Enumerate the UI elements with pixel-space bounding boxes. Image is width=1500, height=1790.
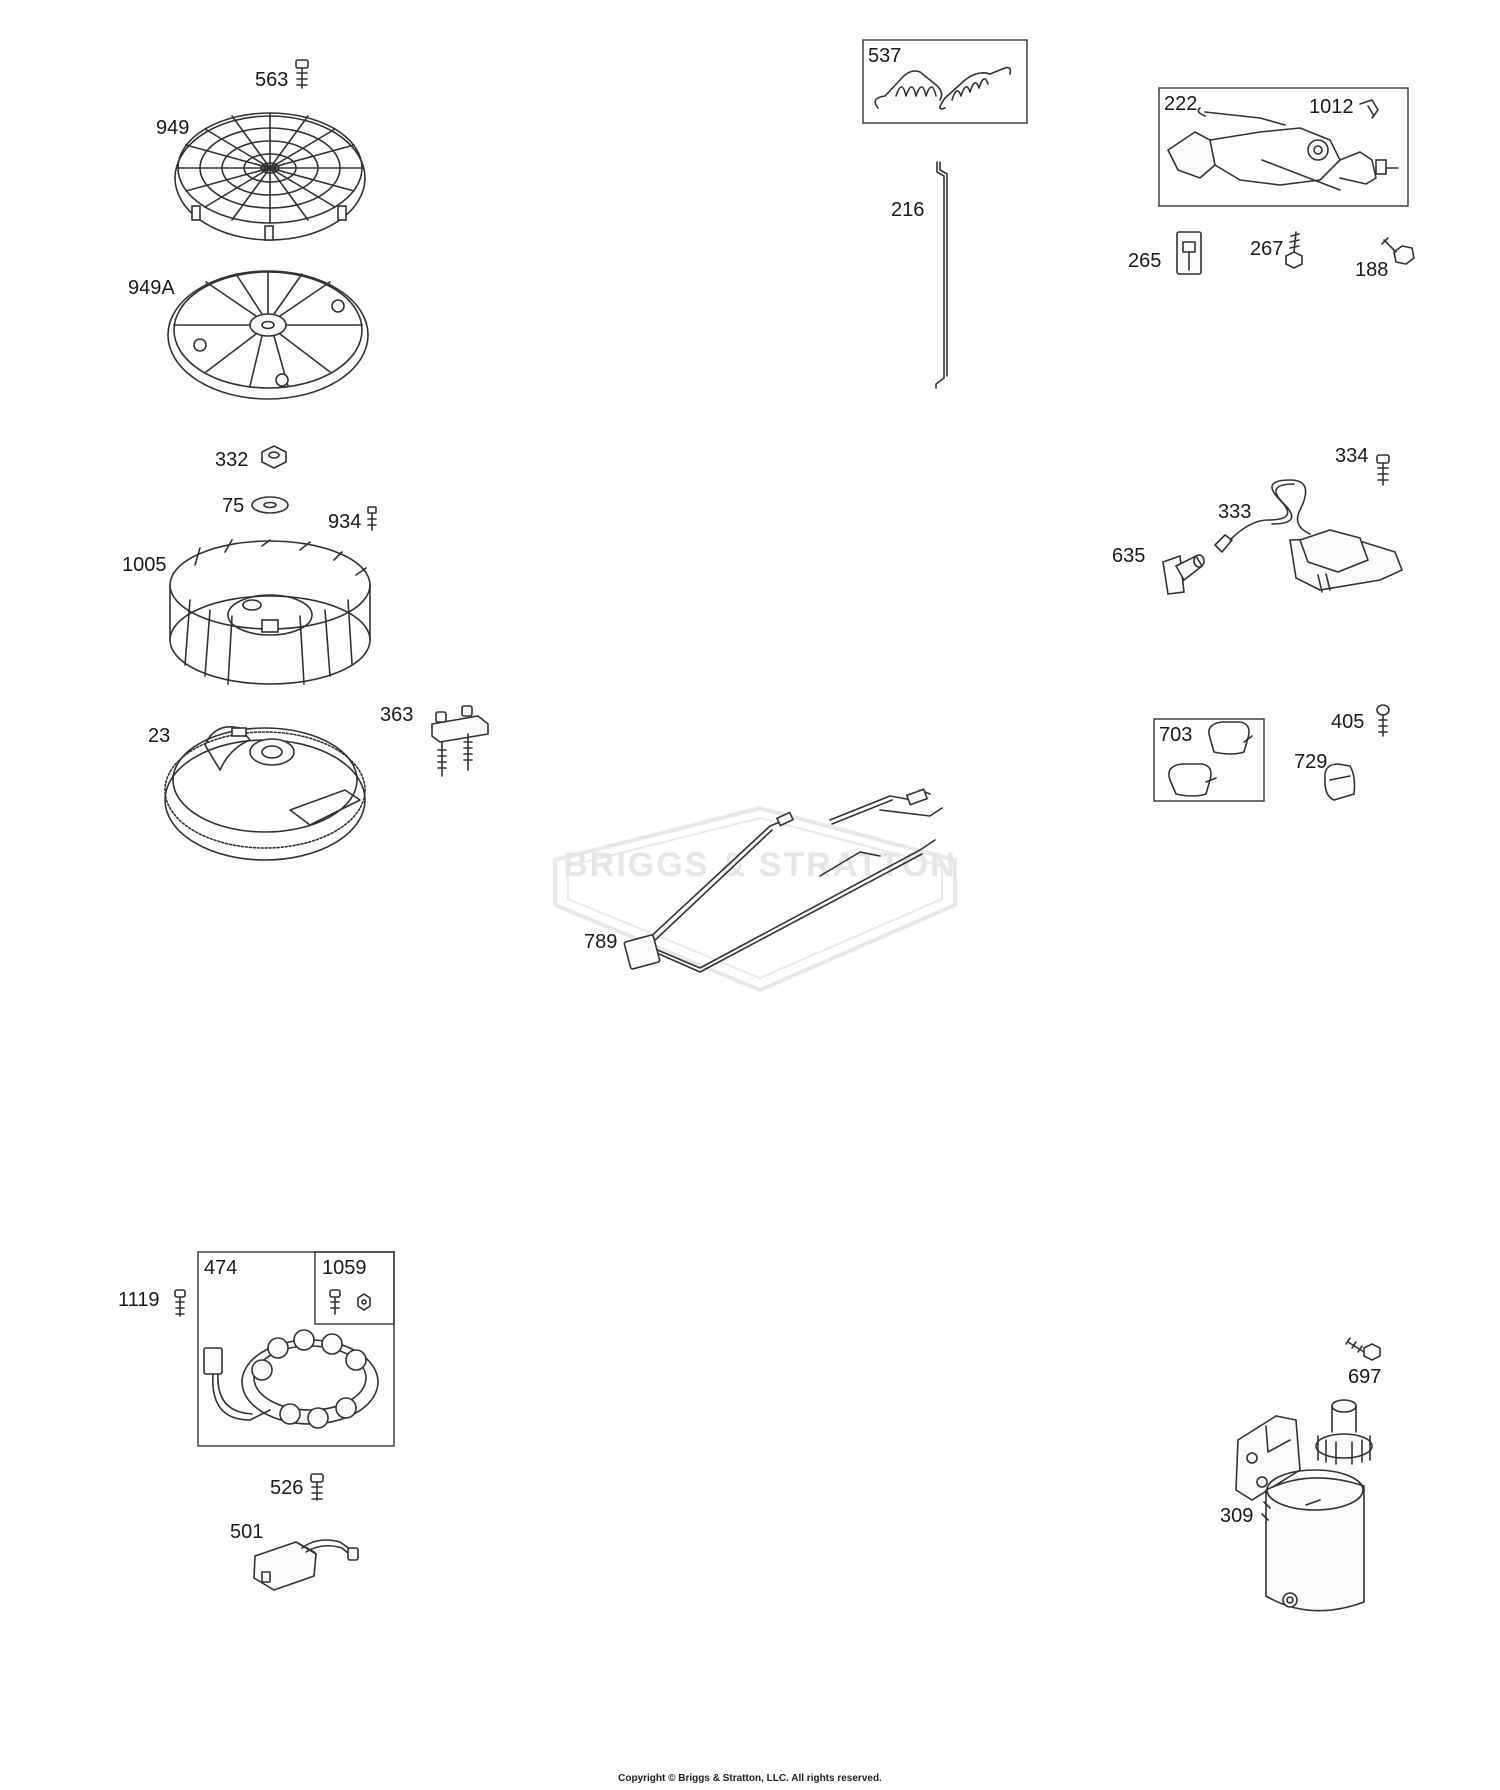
box-537 bbox=[862, 39, 1028, 124]
callout-1005: 1005 bbox=[122, 554, 167, 576]
part-309-starter-motor[interactable] bbox=[1235, 1399, 1373, 1612]
part-267-screw[interactable] bbox=[1285, 231, 1303, 269]
callout-75: 75 bbox=[222, 495, 244, 517]
watermark-text: BRIGGS & STRATTON bbox=[563, 846, 957, 884]
part-333-ignition-coil[interactable] bbox=[1214, 479, 1404, 593]
part-216-governor-rod[interactable] bbox=[935, 161, 948, 389]
callout-23: 23 bbox=[148, 725, 170, 747]
part-188-bolt[interactable] bbox=[1381, 237, 1415, 265]
part-501-voltage-regulator[interactable] bbox=[253, 1539, 359, 1591]
callout-563: 563 bbox=[255, 69, 288, 91]
callout-703: 703 bbox=[1159, 724, 1192, 746]
callout-789: 789 bbox=[584, 931, 617, 953]
part-334-bolt[interactable] bbox=[1376, 454, 1390, 486]
part-729-clip[interactable] bbox=[1324, 763, 1356, 801]
box-703 bbox=[1153, 718, 1265, 802]
part-1119-screw[interactable] bbox=[174, 1289, 186, 1317]
callout-333: 333 bbox=[1218, 501, 1251, 523]
callout-729: 729 bbox=[1294, 751, 1327, 773]
callout-309: 309 bbox=[1220, 1505, 1253, 1527]
callout-332: 332 bbox=[215, 449, 248, 471]
part-934-stud[interactable] bbox=[367, 506, 377, 531]
part-75-washer[interactable] bbox=[251, 496, 289, 514]
callout-363: 363 bbox=[380, 704, 413, 726]
part-23-flywheel[interactable] bbox=[164, 726, 366, 861]
part-405-screw[interactable] bbox=[1376, 704, 1390, 737]
part-526-screw[interactable] bbox=[310, 1473, 324, 1501]
callout-334: 334 bbox=[1335, 445, 1368, 467]
part-265-bracket[interactable] bbox=[1176, 231, 1202, 275]
callout-222: 222 bbox=[1164, 93, 1197, 115]
callout-635: 635 bbox=[1112, 545, 1145, 567]
part-697-bolt[interactable] bbox=[1345, 1337, 1381, 1361]
callout-216: 216 bbox=[891, 199, 924, 221]
callout-474: 474 bbox=[204, 1257, 237, 1279]
copyright-notice: Copyright © Briggs & Stratton, LLC. All … bbox=[618, 1773, 882, 1784]
part-1005-flywheel-fan[interactable] bbox=[169, 539, 371, 685]
callout-501: 501 bbox=[230, 1521, 263, 1543]
callout-188: 188 bbox=[1355, 259, 1388, 281]
part-789-wiring-harness[interactable] bbox=[623, 788, 943, 973]
callout-934: 934 bbox=[328, 511, 361, 533]
callout-526: 526 bbox=[270, 1477, 303, 1499]
callout-265: 265 bbox=[1128, 250, 1161, 272]
part-703-clamps[interactable] bbox=[1168, 721, 1253, 797]
box-222 bbox=[1158, 87, 1409, 207]
callout-949: 949 bbox=[156, 117, 189, 139]
part-332-nut[interactable] bbox=[261, 445, 287, 469]
part-949A-fan-retainer[interactable] bbox=[167, 270, 369, 400]
part-363-bracket[interactable] bbox=[431, 705, 489, 777]
brand-watermark: BRIGGS & STRATTON bbox=[553, 805, 957, 993]
part-474-alternator-stator[interactable] bbox=[203, 1329, 379, 1429]
callout-1119: 1119 bbox=[118, 1289, 160, 1311]
callout-267: 267 bbox=[1250, 238, 1283, 260]
callout-1012: 1012 bbox=[1309, 96, 1354, 118]
callout-949A: 949A bbox=[128, 277, 175, 299]
callout-697: 697 bbox=[1348, 1366, 1381, 1388]
part-563-bolt[interactable] bbox=[295, 59, 309, 89]
part-1059-hardware-kit[interactable] bbox=[329, 1289, 371, 1315]
callout-537: 537 bbox=[868, 45, 901, 67]
part-635-spark-plug-boot[interactable] bbox=[1162, 554, 1205, 595]
callout-405: 405 bbox=[1331, 711, 1364, 733]
part-1012-clip[interactable] bbox=[1359, 99, 1379, 119]
part-949-fan-grille[interactable] bbox=[174, 112, 366, 241]
callout-1059: 1059 bbox=[322, 1257, 367, 1279]
part-222-control-bracket[interactable] bbox=[1166, 107, 1399, 191]
box-474 bbox=[197, 1251, 395, 1447]
box-1059 bbox=[314, 1251, 395, 1325]
part-537-springs[interactable] bbox=[874, 66, 1012, 110]
